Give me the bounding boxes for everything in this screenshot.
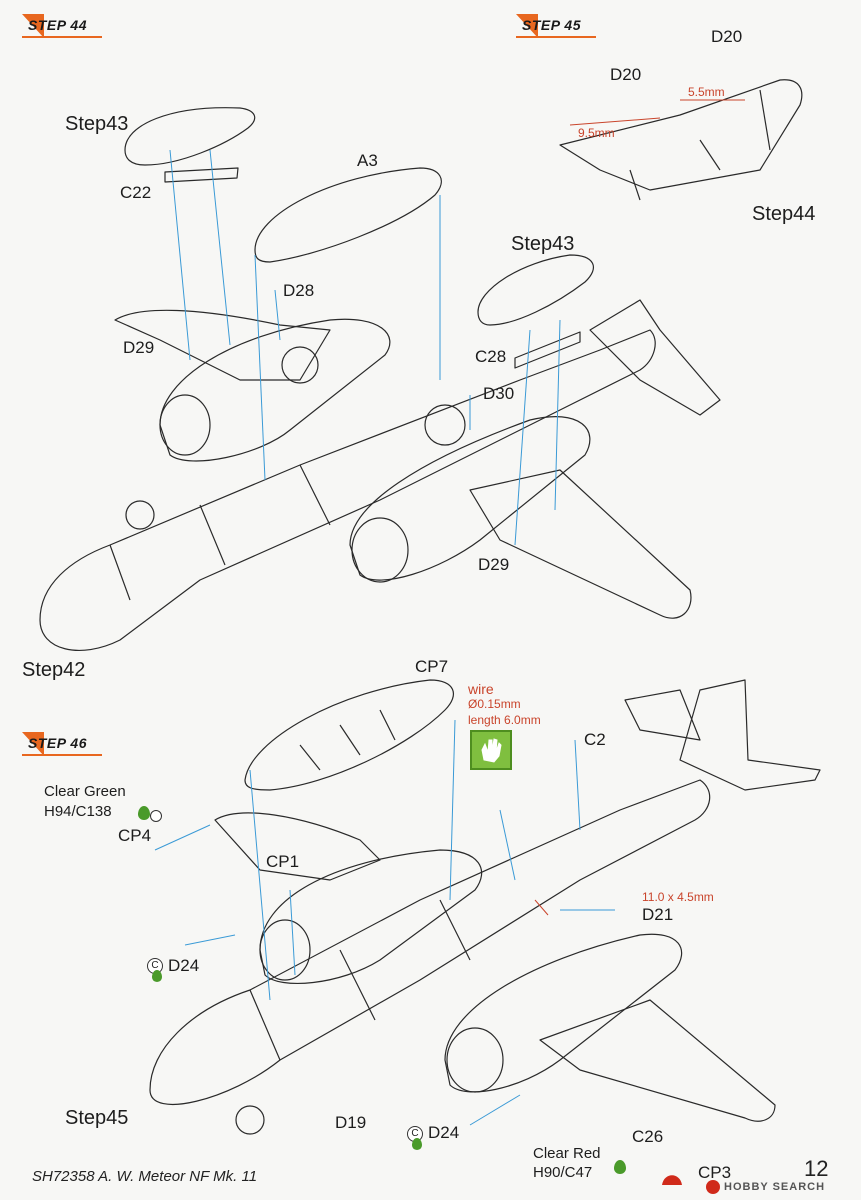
- wire-diameter: Ø0.15mm: [468, 697, 521, 711]
- drop-tank-left: [124, 107, 256, 183]
- part-d21: D21: [642, 905, 674, 924]
- part-c28: C28: [475, 347, 507, 366]
- ref-step42: Step42: [22, 659, 86, 681]
- ref-step43-right: Step43: [511, 233, 575, 255]
- step-45-badge: STEP 45: [516, 14, 606, 38]
- fuselage-bottom: [149, 779, 711, 1105]
- cp3-red-lens: [662, 1175, 682, 1185]
- part-d20-lower: D20: [610, 65, 642, 84]
- chrome-c-letter: C: [151, 960, 159, 971]
- watermark-brand: HOBBY SEARCH: [724, 1181, 826, 1193]
- step-45-label: STEP 45: [522, 17, 582, 33]
- hand-icon: [470, 730, 512, 770]
- engine-left-bottom: [259, 849, 483, 984]
- dimension-11x4-5mm: 11.0 x 4.5mm: [642, 890, 714, 904]
- part-c26: C26: [632, 1127, 664, 1146]
- step-44-label: STEP 44: [28, 17, 88, 33]
- tail-bottom: [679, 679, 821, 791]
- step-46-label: STEP 46: [28, 735, 88, 751]
- canopy-a3: [254, 167, 442, 263]
- clear-red-paint-icon: [614, 1160, 626, 1174]
- part-d24-right: D24: [428, 1123, 460, 1142]
- ref-step43-left: Step43: [65, 113, 129, 135]
- wing-left-bottom: [214, 812, 381, 881]
- part-cp1: CP1: [266, 852, 300, 871]
- engine-right-bottom: [444, 933, 683, 1093]
- clear-red-label: Clear Red: [533, 1145, 601, 1162]
- dimension-9-5mm: 9.5mm: [578, 126, 615, 140]
- step-44-badge: STEP 44: [22, 14, 112, 38]
- clear-red-code: H90/C47: [533, 1164, 593, 1181]
- part-c2: C2: [584, 730, 606, 749]
- wire-length: length 6.0mm: [468, 713, 541, 727]
- wire-label: wire: [468, 681, 494, 697]
- kit-title: SH72358 A. W. Meteor NF Mk. 11: [32, 1168, 258, 1185]
- part-d24-left: D24: [168, 956, 200, 975]
- part-d19: D19: [335, 1113, 367, 1132]
- part-c22: C22: [120, 183, 152, 202]
- part-d29-right: D29: [478, 555, 510, 574]
- clear-green-paint-icon-2: [152, 970, 162, 982]
- page-number: 12: [804, 1156, 829, 1181]
- part-cp4: CP4: [118, 826, 152, 845]
- engine-right-top: [349, 416, 591, 583]
- chrome-c-letter-2: C: [411, 1128, 419, 1139]
- ref-step44: Step44: [752, 203, 816, 225]
- hobby-search-logo-icon: [706, 1180, 720, 1194]
- part-cp7: CP7: [415, 657, 449, 676]
- clear-green-paint-icon-3: [412, 1138, 422, 1150]
- dimension-5-5mm: 5.5mm: [688, 85, 725, 99]
- part-a3: A3: [357, 151, 378, 170]
- canopy-cp7: [244, 679, 455, 791]
- wing-right-bottom: [539, 999, 776, 1122]
- fuselage-top: [39, 329, 656, 651]
- step-46-badge: STEP 46: [22, 732, 112, 756]
- ref-step45: Step45: [65, 1107, 129, 1129]
- drop-tank-right: [477, 254, 595, 369]
- part-d28: D28: [283, 281, 315, 300]
- engine-left-top: [159, 318, 391, 462]
- part-d20-upper: D20: [711, 27, 743, 46]
- part-cp3: CP3: [698, 1163, 732, 1182]
- part-d30: D30: [483, 384, 515, 403]
- clear-green-label: Clear Green: [44, 783, 126, 800]
- step45-detail: [559, 79, 803, 201]
- clear-green-paint-icon: [138, 806, 150, 820]
- wing-right-top: [469, 469, 692, 619]
- paint-circle-icon: [150, 810, 162, 822]
- clear-green-code: H94/C138: [44, 803, 112, 820]
- tail-top: [589, 299, 721, 416]
- part-d29-left: D29: [123, 338, 155, 357]
